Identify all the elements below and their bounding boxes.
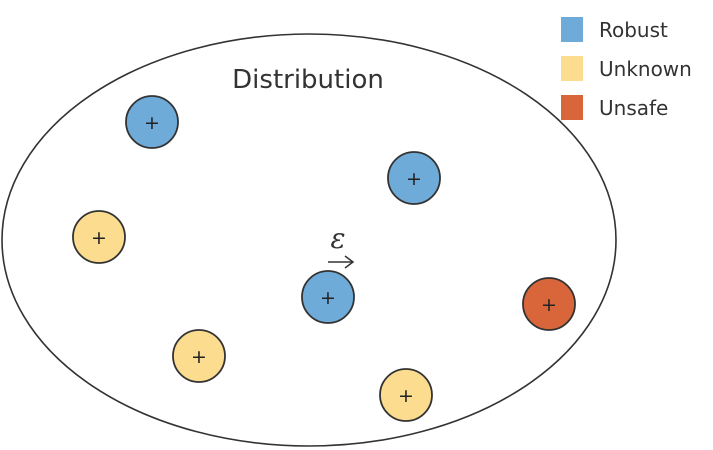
legend-label-unknown: Unknown: [599, 56, 692, 81]
legend-swatch-robust: [561, 17, 583, 42]
point-robust: +: [125, 95, 179, 149]
epsilon-label: ε: [330, 222, 345, 255]
diagram-title: Distribution: [232, 65, 384, 95]
legend-swatch-unknown: [561, 56, 583, 81]
point-plus-label: +: [91, 227, 107, 249]
point-circle: [172, 329, 226, 383]
point-circle: [301, 270, 355, 324]
point-plus-label: +: [406, 168, 422, 190]
legend-label-robust: Robust: [599, 17, 668, 42]
point-unknown: +: [172, 329, 226, 383]
point-robust: +: [387, 151, 441, 205]
point-unknown: +: [379, 368, 433, 422]
points-layer: + + + + + + +: [72, 95, 576, 422]
point-plus-label: +: [144, 112, 160, 134]
legend-item-unsafe: Unsafe: [561, 88, 692, 127]
perturbation-arrow-icon: [328, 255, 355, 269]
point-circle: [379, 368, 433, 422]
point-plus-label: +: [541, 294, 557, 316]
point-plus-label: +: [398, 385, 414, 407]
point-circle: [125, 95, 179, 149]
point-circle: [72, 210, 126, 264]
point-circle: [522, 277, 576, 331]
point-plus-label: +: [320, 287, 336, 309]
point-unsafe: +: [522, 277, 576, 331]
legend-item-unknown: Unknown: [561, 49, 692, 88]
legend-swatch-unsafe: [561, 95, 583, 120]
point-unknown: +: [72, 210, 126, 264]
point-circle: [387, 151, 441, 205]
legend-item-robust: Robust: [561, 10, 692, 49]
point-plus-label: +: [191, 346, 207, 368]
distribution-ellipse: [1, 33, 617, 447]
legend: Robust Unknown Unsafe: [561, 10, 692, 127]
legend-label-unsafe: Unsafe: [599, 95, 669, 120]
point-robust: +: [301, 270, 355, 324]
